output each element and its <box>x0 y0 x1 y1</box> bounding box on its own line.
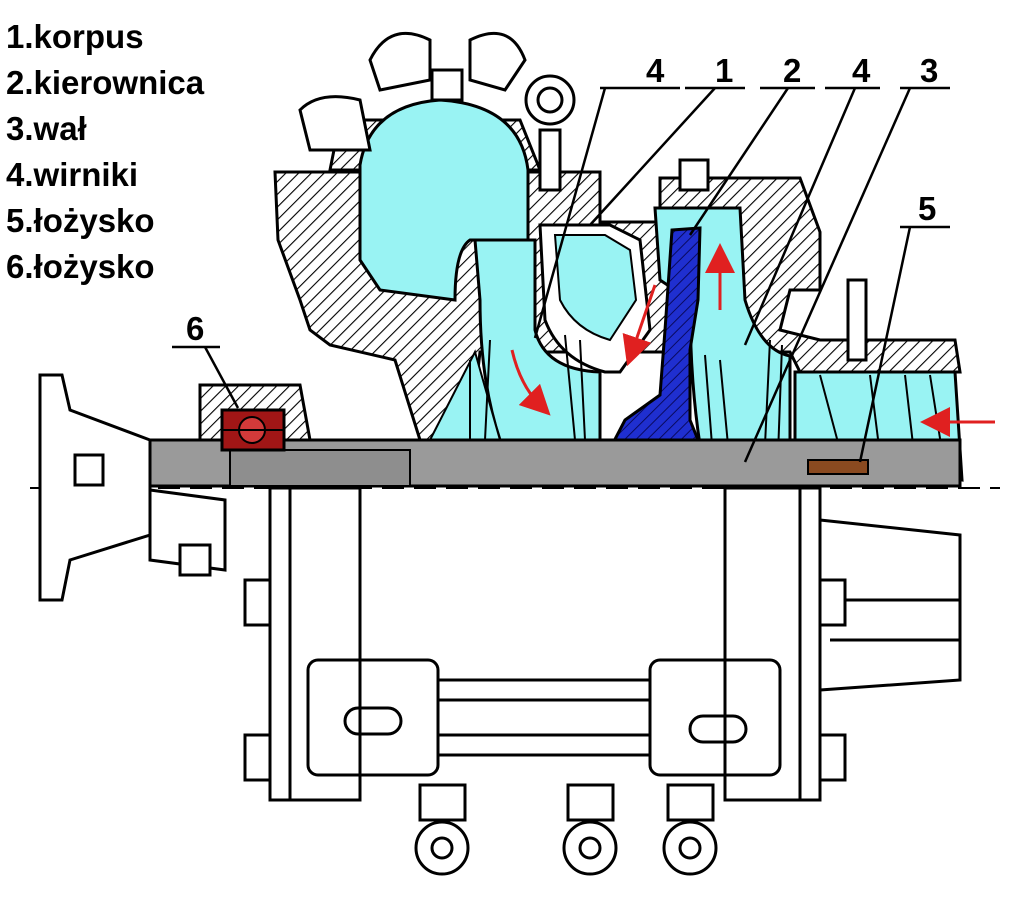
callout-4-right: 4 <box>852 52 871 89</box>
legend-item-lozysko-5: 5.łożysko <box>6 202 155 239</box>
flow-arrows <box>510 243 995 437</box>
legend-item-wal: 3.wał <box>6 110 87 147</box>
top-fittings <box>298 31 868 362</box>
bearing-5 <box>807 459 869 475</box>
frame-bolts <box>178 543 847 782</box>
pump-frame <box>268 486 962 802</box>
callout-6: 6 <box>186 310 204 347</box>
callout-1: 1 <box>715 52 733 89</box>
legend-item-wirniki: 4.wirniki <box>6 156 139 193</box>
bearing-6 <box>220 408 286 452</box>
callout-5: 5 <box>918 190 936 227</box>
callout-3: 3 <box>920 52 938 89</box>
legend-item-lozysko-6: 6.łożysko <box>6 248 155 285</box>
callout-4-left: 4 <box>646 52 665 89</box>
impeller-blades-4 <box>469 334 783 456</box>
drain-valves <box>414 783 718 876</box>
parts-legend: 1.korpus 2.kierownica 3.wał 4.wirniki 5.… <box>6 14 204 290</box>
callout-2: 2 <box>783 52 801 89</box>
callout-leaders <box>172 86 950 463</box>
legend-item-korpus: 1.korpus <box>6 18 144 55</box>
legend-item-kierownica: 2.kierownica <box>6 64 205 101</box>
